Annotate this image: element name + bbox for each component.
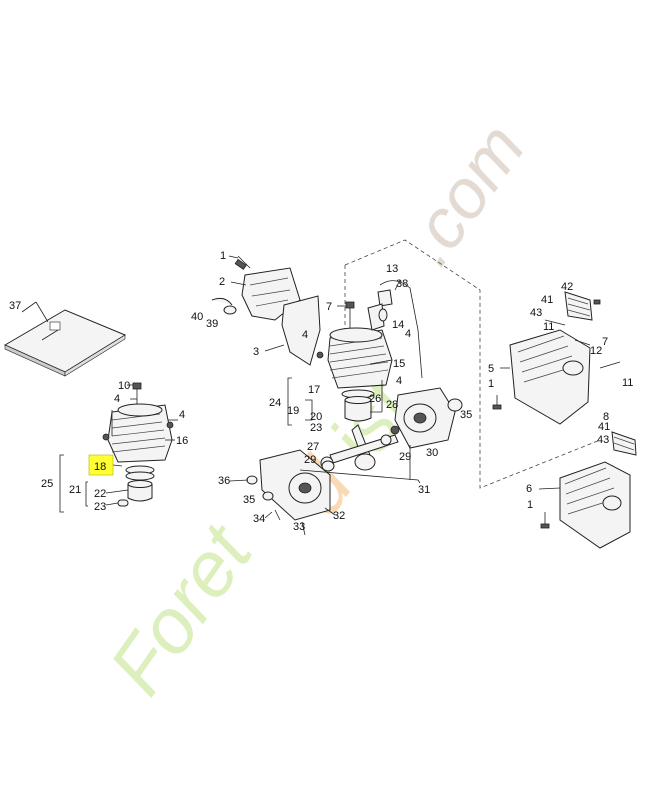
callout-label[interactable]: 20 [310,411,322,423]
callout-label[interactable]: 18 [94,461,106,473]
svg-text:.com: .com [388,110,539,279]
callout-label[interactable]: 23 [310,422,322,434]
callout-label[interactable]: 27 [307,441,319,453]
callout-label[interactable]: 7 [602,336,608,348]
callout-label[interactable]: 3 [253,346,259,358]
callout-label[interactable]: 33 [293,521,305,533]
callout-label[interactable]: 42 [561,281,573,293]
callout-label[interactable]: 32 [333,510,345,522]
callout-label[interactable]: 35 [243,494,255,506]
callout-label[interactable]: 34 [253,513,265,525]
callout-label[interactable]: 4 [179,409,185,421]
callout-label[interactable]: 4 [405,328,411,340]
fuel-fitting [367,280,423,379]
callout-label[interactable]: 8 [603,411,609,423]
svg-text:Foret: Foret [92,507,270,709]
callout-label[interactable]: 37 [9,300,21,312]
callout-label[interactable]: 16 [176,435,188,447]
callout-label[interactable]: 19 [287,405,299,417]
callout-label[interactable]: 43 [597,434,609,446]
leader-lines [21,255,561,519]
callout-label[interactable]: 2 [219,276,225,288]
callout-label[interactable]: 12 [590,345,602,357]
callout-label[interactable]: 5 [488,363,494,375]
callout-label[interactable]: 10 [118,380,130,392]
callout-label[interactable]: 11 [622,377,633,389]
callout-label[interactable]: 35 [460,409,472,421]
callout-label[interactable]: 30 [426,447,438,459]
callout-label[interactable]: 4 [114,393,120,405]
crankcase [246,387,463,536]
callout-label[interactable]: 41 [598,421,610,433]
callout-label[interactable]: 28 [386,399,398,411]
callout-label[interactable]: 11 [543,321,554,333]
callout-label[interactable]: 36 [218,475,230,487]
callout-label[interactable]: 1 [527,499,533,511]
callout-label[interactable]: 7 [326,301,332,313]
callout-label[interactable]: 6 [526,483,532,495]
engine-cover-bottom [540,431,637,549]
engine-cover-top [492,291,621,425]
callout-label[interactable]: 29 [399,451,411,463]
engine-outline-dashed [344,239,601,489]
highlight-box [88,454,114,476]
cylinder-assembly-left [59,382,178,513]
callout-label[interactable]: 14 [392,319,404,331]
callout-label[interactable]: 1 [488,378,494,390]
callout-labels: 1 1 1 2 3 4 4 4 4 4 5 6 7 7 8 10 11 11 1… [9,250,633,533]
callout-label[interactable]: 4 [396,375,402,387]
callout-label[interactable]: 40 [191,311,203,323]
callout-label[interactable]: 24 [269,397,281,409]
callout-label[interactable]: 29 [304,454,316,466]
callout-label[interactable]: 25 [41,478,53,490]
callout-label[interactable]: 1 [220,250,226,262]
callout-label[interactable]: 43 [530,307,542,319]
engine-center [287,301,399,471]
callout-label[interactable]: 4 [302,329,308,341]
callout-label[interactable]: 41 [541,294,553,306]
callout-label[interactable]: 26 [369,393,381,405]
callout-label[interactable]: 22 [94,488,106,500]
callout-label[interactable]: 31 [418,484,430,496]
callout-label[interactable]: 23 [94,501,106,513]
callout-label[interactable]: 17 [308,384,320,396]
callout-label[interactable]: 13 [386,263,398,275]
callout-label[interactable]: 21 [69,484,81,496]
callout-label[interactable]: 15 [393,358,405,370]
muffler-assembly [211,255,321,366]
callout-label[interactable]: 39 [206,318,218,330]
manual-booklet [3,301,127,377]
